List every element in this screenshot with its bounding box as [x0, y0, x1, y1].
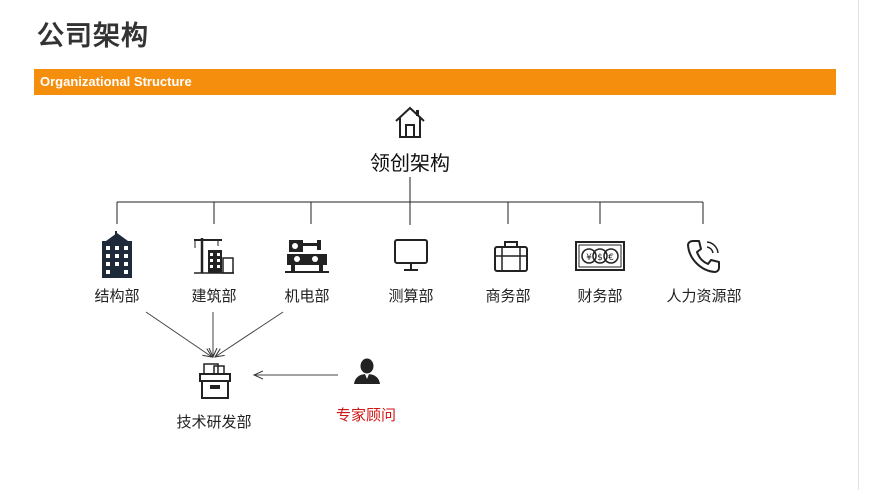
phone-icon — [687, 240, 720, 273]
currency-icon: ¥ $ € — [575, 241, 625, 271]
person-icon — [354, 358, 380, 384]
rnd-label: 技术研发部 — [176, 413, 252, 431]
arrow-mep-to-rnd — [215, 311, 284, 357]
root-label: 领创架构 — [370, 151, 450, 175]
house-icon — [395, 106, 425, 138]
svg-text:€: € — [608, 253, 614, 263]
briefcase-icon — [494, 241, 528, 272]
dept-label-structure: 结构部 — [94, 287, 140, 305]
dept-label-architecture: 建筑部 — [191, 287, 237, 305]
monitor-icon — [394, 239, 428, 271]
slide-edge-divider — [858, 0, 859, 490]
svg-text:¥: ¥ — [586, 253, 592, 263]
machinery-icon — [285, 240, 329, 273]
page-title: 公司架构 — [37, 21, 149, 52]
svg-text:$: $ — [597, 253, 603, 263]
crane-building-icon — [194, 238, 234, 274]
section-banner: Organizational Structure — [34, 69, 836, 95]
dept-label-mep: 机电部 — [284, 287, 330, 305]
banner-text: Organizational Structure — [40, 74, 192, 89]
building-icon — [102, 231, 132, 278]
expert-label: 专家顾问 — [335, 406, 397, 424]
archive-box-icon — [199, 363, 231, 399]
dept-label-business: 商务部 — [485, 287, 531, 305]
dept-label-estimation: 测算部 — [388, 287, 434, 305]
dept-label-finance: 财务部 — [577, 287, 623, 305]
dept-label-hr: 人力资源部 — [666, 287, 742, 305]
arrow-structure-to-rnd — [145, 311, 212, 357]
